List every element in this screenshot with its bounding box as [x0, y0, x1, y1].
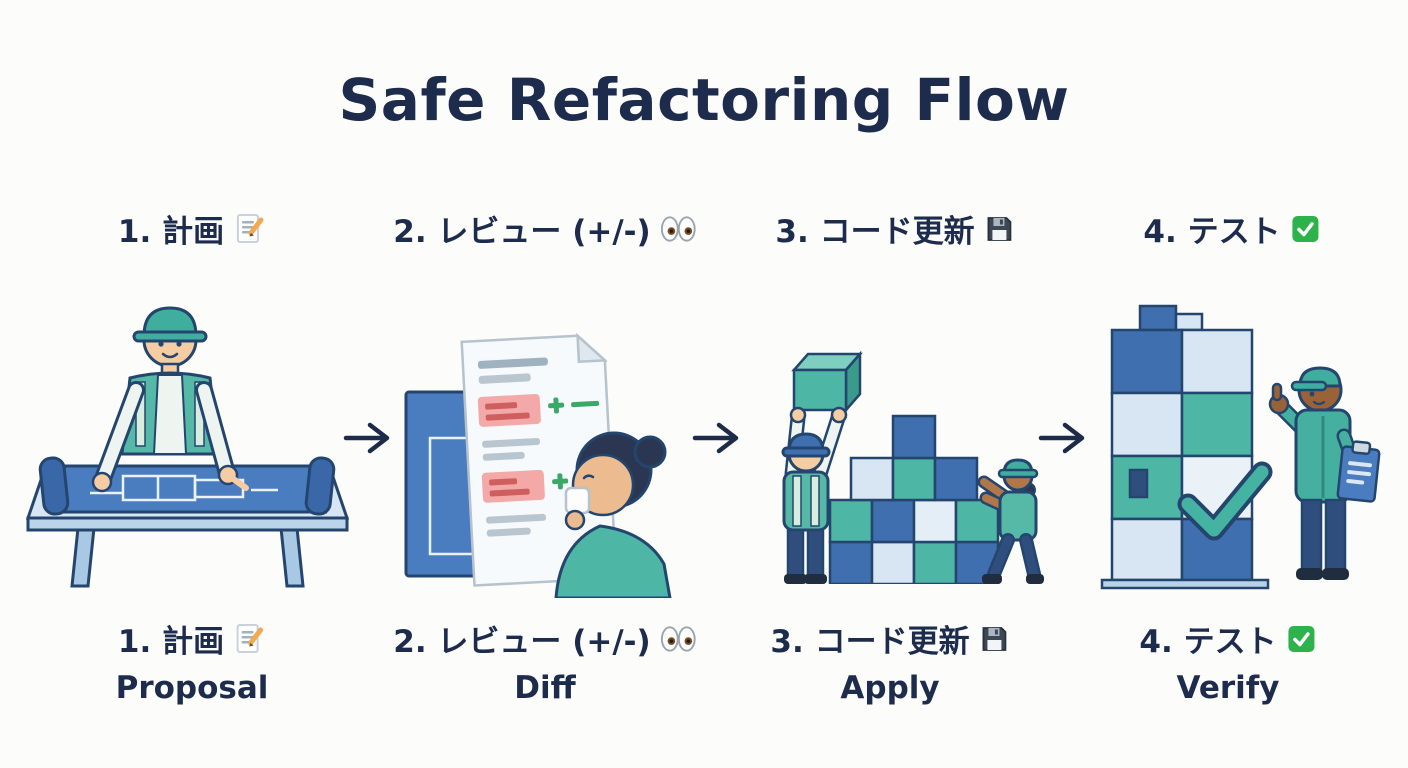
block-structure: [828, 414, 1000, 584]
caption-verify: 4. テスト Verify: [1139, 616, 1316, 706]
step-test-label-text: 4. テスト: [1143, 214, 1281, 250]
step-test-label-text: 4. テスト: [1139, 624, 1277, 660]
step-plan-bottom-label: 1. 計画: [116, 616, 269, 661]
step-update-label-text: 3. コード更新: [775, 214, 975, 250]
eyes-icon: [661, 214, 697, 244]
subtitle-diff: Diff: [514, 670, 576, 706]
step-test-bottom-label: 4. テスト: [1139, 616, 1316, 661]
check-mark-icon: [1291, 214, 1321, 244]
step-review-label-text: 2. レビュー (+/-): [393, 214, 651, 250]
illustration-plan-blueprint: [25, 306, 350, 588]
step-plan-top-label: 1. 計画: [118, 206, 266, 251]
inspector-figure: [1268, 366, 1381, 580]
verified-building: [1100, 304, 1273, 590]
clipboard: [1336, 440, 1381, 503]
caption-apply: 3. コード更新 Apply: [770, 616, 1009, 706]
page-title: Safe Refactoring Flow: [338, 66, 1070, 134]
illustration-review-diff: [404, 332, 672, 598]
illustration-verify-building: [1100, 304, 1381, 590]
flow-arrow-icon: [692, 422, 739, 454]
check-mark-icon: [1287, 624, 1317, 654]
step-plan-label-text: 1. 計画: [117, 214, 225, 250]
eyes-icon: [661, 624, 697, 654]
subtitle-verify: Verify: [1176, 670, 1280, 706]
step-update-bottom-label: 3. コード更新: [770, 616, 1009, 661]
reviewer-figure: [554, 431, 672, 598]
diff-removed-hunk: [481, 469, 545, 503]
diff-removed-hunk: [477, 394, 541, 427]
step-test-top-label: 4. テスト: [1143, 206, 1320, 251]
worker-pushing: [977, 458, 1044, 584]
memo-pencil-icon: [234, 213, 266, 245]
blueprint-sheet: [38, 456, 336, 516]
worker-lifting: [781, 406, 848, 584]
caption-review: 2. レビュー (+/-) Diff: [393, 616, 697, 706]
caption-plan: 1. 計画 Proposal: [115, 616, 269, 706]
subtitle-apply: Apply: [840, 670, 940, 706]
step-review-top-label: 2. レビュー (+/-): [393, 206, 697, 251]
lifted-block: [791, 350, 863, 414]
step-review-bottom-label: 2. レビュー (+/-): [393, 616, 697, 661]
check-mark: [1177, 461, 1273, 541]
subtitle-proposal: Proposal: [115, 670, 269, 706]
step-plan-label-text: 1. 計画: [117, 624, 225, 660]
memo-pencil-icon: [234, 623, 266, 655]
flow-arrow-icon: [343, 422, 390, 454]
worker-planner: [120, 306, 220, 456]
step-review-label-text: 2. レビュー (+/-): [393, 624, 651, 660]
step-update-top-label: 3. コード更新: [775, 206, 1014, 251]
floppy-disk-icon: [980, 624, 1010, 654]
floppy-disk-icon: [985, 214, 1015, 244]
diff-added-line: [548, 397, 600, 414]
flow-arrow-icon: [1038, 422, 1085, 454]
worker-arms: [91, 381, 249, 493]
illustration-apply-blocks: [781, 350, 1044, 584]
step-update-label-text: 3. コード更新: [770, 624, 970, 660]
